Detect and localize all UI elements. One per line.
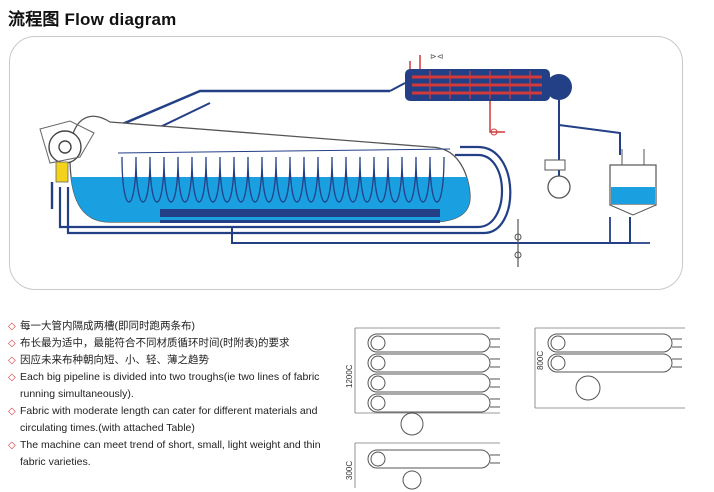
bullet-icon: ◇	[8, 440, 16, 451]
config-label-300c: 300C	[345, 461, 354, 480]
pump-circle	[400, 412, 424, 436]
machine-tube	[367, 353, 500, 373]
config-label-1200c: 1200C	[345, 364, 354, 388]
feature-item: ◇The machine can meet trend of short, sm…	[8, 439, 321, 468]
feature-item: ◇Each big pipeline is divided into two t…	[8, 371, 320, 400]
bullet-icon: ◇	[8, 321, 16, 332]
circulation-pipe-bottom-2	[66, 145, 512, 235]
feature-item: ◇每一大管内隔成两槽(即同时跑两条布)	[8, 318, 338, 335]
machine-tube	[547, 353, 682, 373]
circulation-pump	[544, 159, 571, 199]
machine-head	[39, 120, 95, 209]
bullet-icon: ◇	[8, 355, 16, 366]
machine-configurations: 1200C 800C 300C	[345, 327, 685, 490]
machine-tube	[367, 373, 500, 393]
additive-tank	[609, 149, 657, 216]
page-title: 流程图 Flow diagram	[8, 10, 177, 29]
pump-pipe	[558, 100, 621, 187]
flow-diagram-panel: ⊳⊲	[9, 36, 683, 290]
heat-exchanger: ⊳⊲	[389, 52, 572, 136]
tank-line	[590, 217, 650, 244]
fabric-loops	[121, 156, 445, 203]
config-1200c: 1200C	[345, 327, 500, 436]
machine-tube	[547, 333, 682, 353]
circulation-pipe-bottom	[58, 153, 504, 229]
bullet-icon: ◇	[8, 372, 16, 383]
machine-tube	[367, 449, 500, 469]
feed-pipe	[231, 217, 631, 244]
pump-circle	[575, 375, 601, 401]
feature-item: ◇布长最为适中，最能符合不同材质循环时间(时附表)的要求	[8, 335, 338, 352]
pump-circle	[402, 470, 422, 490]
bullet-icon: ◇	[8, 338, 16, 349]
config-label-800c: 800C	[536, 351, 545, 370]
valve-glyph: ⊳⊲	[430, 52, 443, 61]
config-300c: 300C	[345, 442, 500, 490]
config-800c: 800C	[534, 327, 685, 409]
dyeing-vessel	[69, 115, 471, 223]
flow-diagram: ⊳⊲	[39, 52, 657, 267]
machine-tube	[367, 333, 500, 353]
bullet-icon: ◇	[8, 406, 16, 417]
feature-list: ◇每一大管内隔成两槽(即同时跑两条布) ◇布长最为适中，最能符合不同材质循环时间…	[8, 318, 338, 471]
vessel-base	[160, 209, 440, 217]
return-pipe-top	[91, 89, 390, 139]
feature-item: ◇Fabric with moderate length can cater f…	[8, 405, 318, 434]
feature-item: ◇因应未来布种朝向短、小、轻、薄之趋势	[8, 352, 338, 369]
machine-tube	[367, 393, 500, 413]
heat-exchanger-pump	[546, 74, 572, 100]
